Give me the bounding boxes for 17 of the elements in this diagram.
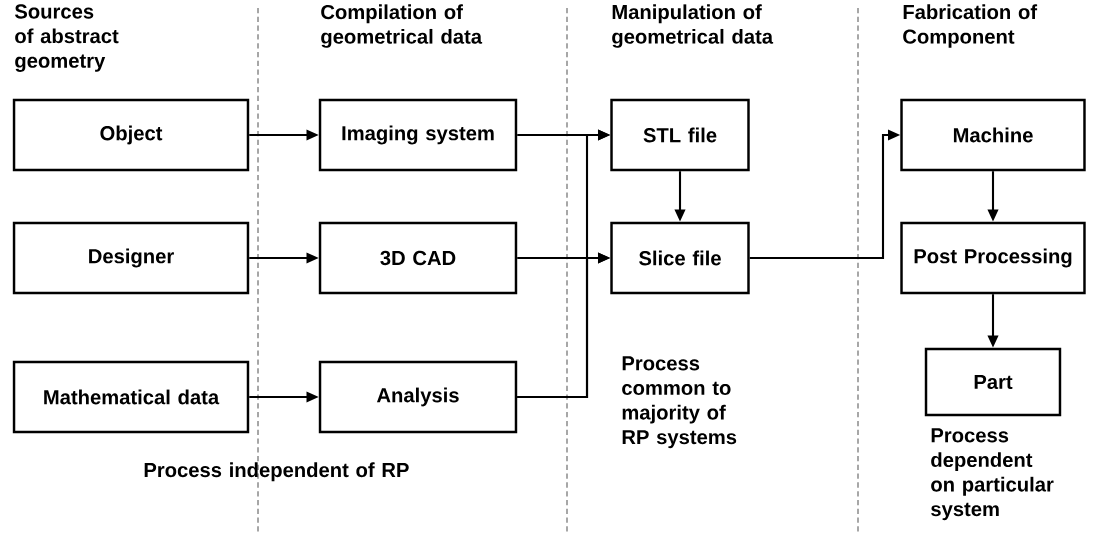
note-text: Process independent of RP xyxy=(144,462,409,482)
note-text: Manipulation of geometrical data xyxy=(612,4,774,48)
process-box: Designer xyxy=(12,221,250,295)
process-box: Part xyxy=(924,347,1062,417)
process-box: Machine xyxy=(900,98,1086,172)
note-text: Process common to majority of RP systems xyxy=(622,356,737,449)
process-box: Slice file xyxy=(610,221,750,295)
process-box: Mathematical data xyxy=(12,360,250,434)
process-box: STL file xyxy=(610,98,750,172)
process-box: Imaging system xyxy=(318,98,518,172)
process-box: Object xyxy=(12,98,250,172)
note-text: Compilation of geometrical data xyxy=(321,4,483,48)
process-box: 3D CAD xyxy=(318,221,518,295)
process-box: Post Processing xyxy=(900,221,1086,295)
note-text: Fabrication of Component xyxy=(903,4,1038,48)
note-text: Sources of abstract geometry xyxy=(14,4,119,72)
process-box: Analysis xyxy=(318,360,518,434)
